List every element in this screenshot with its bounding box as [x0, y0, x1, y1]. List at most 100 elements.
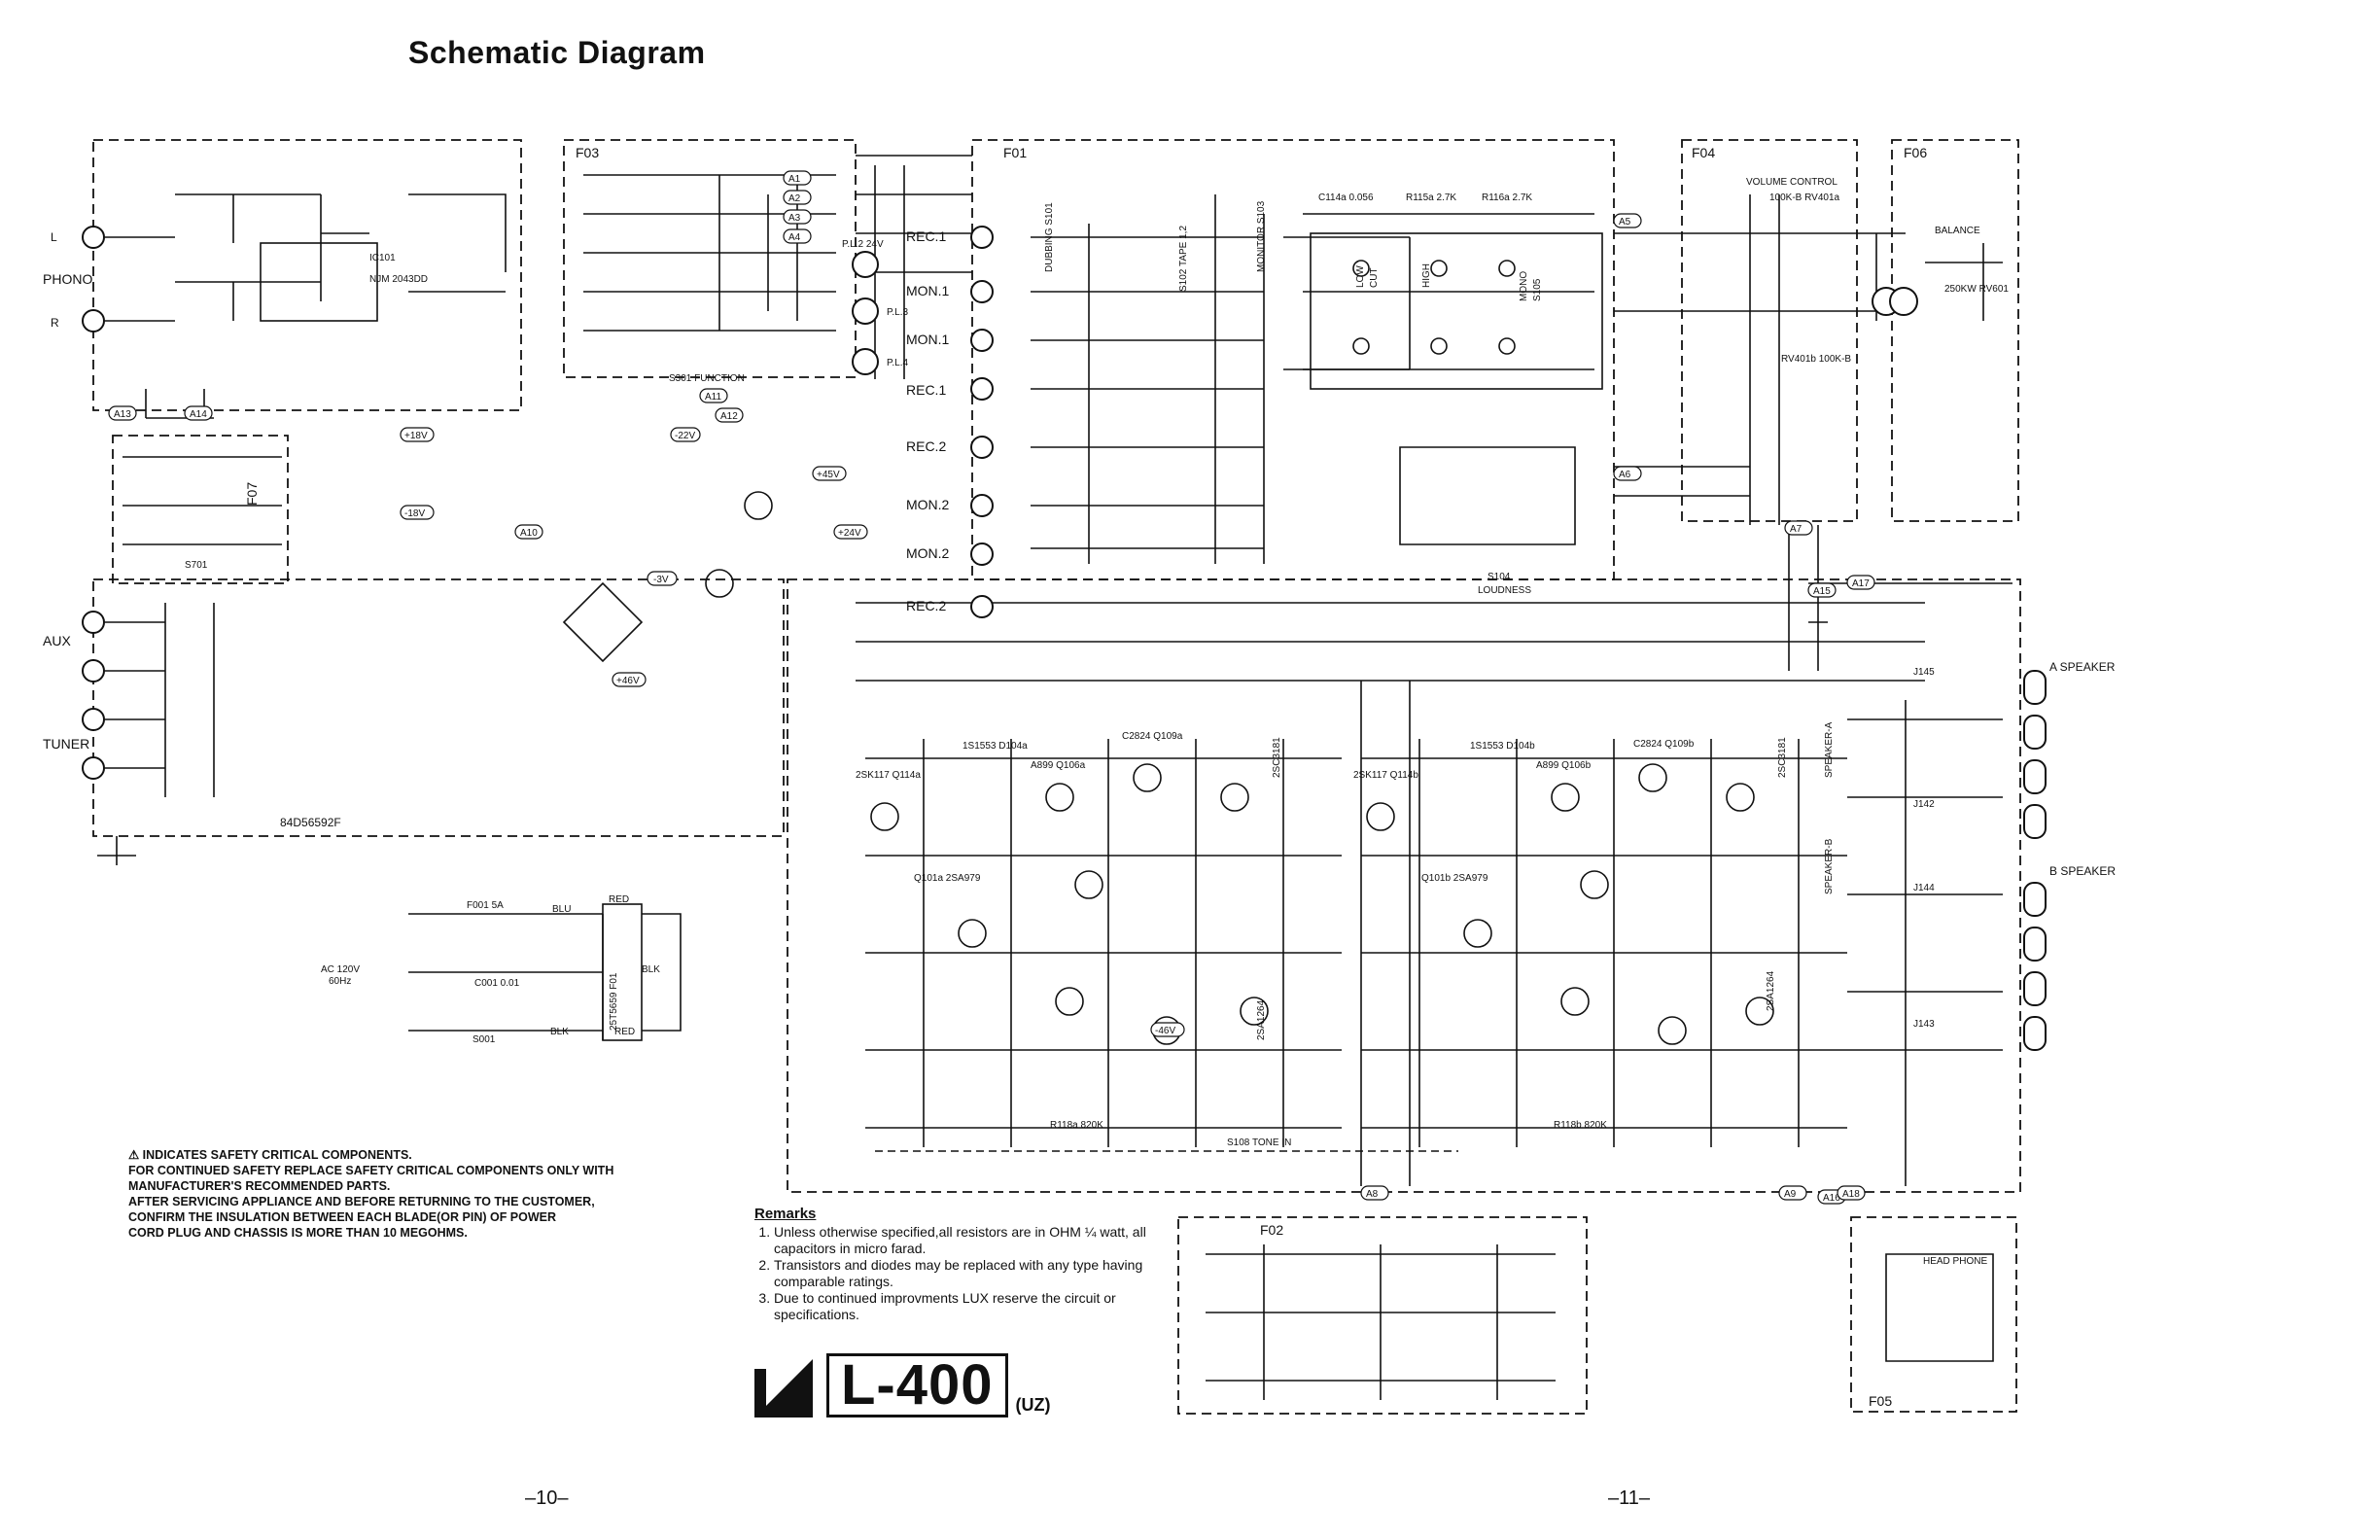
board-aux-outline	[92, 578, 785, 837]
aux-label: AUX	[43, 633, 71, 648]
connector-tag-label: A18	[1842, 1189, 1860, 1200]
tone-cut-label: CUT	[1369, 267, 1380, 288]
connector-tag-label: A5	[1619, 217, 1631, 228]
wire-red-label: RED	[609, 894, 629, 905]
board-f03-label: F03	[576, 145, 599, 160]
board-f05-outline	[1850, 1216, 2017, 1413]
remark-item: Transistors and diodes may be replaced w…	[774, 1257, 1163, 1290]
mon2a-jack	[970, 494, 994, 517]
page-number-right: –11–	[1608, 1488, 1651, 1509]
volt-m46: -46V	[1155, 1026, 1175, 1036]
wire-blk2-label: BLK	[550, 1027, 569, 1037]
speaker-a-terminal-4	[2023, 804, 2047, 839]
safety-note-line: CORD PLUG AND CHASSIS IS MORE THAN 10 ME…	[128, 1226, 468, 1240]
tape-mon2a-label: MON.2	[906, 497, 950, 512]
tape-rec1b-label: REC.1	[906, 382, 946, 398]
speaker-b-terminal-2	[2023, 927, 2047, 962]
q109a-label: C2824 Q109a	[1122, 731, 1183, 742]
tone-r116a-label: R116a 2.7K	[1482, 192, 1532, 203]
remarks-block: Remarks Unless otherwise specified,all r…	[754, 1206, 1163, 1323]
speaker-a-terminal-2	[2023, 715, 2047, 750]
board-phono-outline	[92, 139, 522, 411]
s701-label: S701	[185, 560, 208, 571]
volt-p18: +18V	[404, 431, 428, 441]
pilot-lamp-3-label: P.L.3	[887, 307, 908, 318]
tape12-switch-label: S102 TAPE 1,2	[1178, 226, 1189, 292]
connector-tag-outline	[715, 407, 744, 423]
tape-rec2-label: REC.2	[906, 438, 946, 454]
tone-mono-label: MONO	[1519, 271, 1529, 301]
q106a-label: A899 Q106a	[1031, 760, 1086, 771]
model-logo: L-400 (UZ)	[754, 1349, 1051, 1418]
connector-tag-label: A9	[1784, 1189, 1797, 1200]
connector-tag-label: A16	[1823, 1193, 1840, 1204]
tape-rec1-label: REC.1	[906, 228, 946, 244]
headphone-label: HEAD PHONE	[1923, 1256, 1987, 1267]
aux-r-jack	[82, 659, 105, 682]
tone-high-label: HIGH	[1421, 263, 1432, 288]
speaker-a-label: A SPEAKER	[2049, 660, 2116, 674]
board-f07-outline	[112, 435, 289, 584]
safety-notes: ⚠ INDICATES SAFETY CRITICAL COMPONENTS. …	[128, 1147, 613, 1241]
connector-tag-outline	[783, 209, 812, 225]
connector-tag-outline	[108, 405, 137, 421]
q101b-label: Q101b 2SA979	[1421, 873, 1488, 884]
tape-mon1b-label: MON.1	[906, 332, 950, 347]
connector-tag-label: A4	[788, 232, 801, 243]
connector-tag-outline	[699, 388, 728, 403]
speaker-b-switch-label: SPEAKER-B	[1824, 838, 1835, 894]
board-f01-outline	[971, 139, 1615, 580]
wire-blu-label: BLU	[552, 904, 571, 915]
tuner-label: TUNER	[43, 736, 89, 752]
connector-tag-outline	[1778, 1185, 1807, 1201]
tone-c114a-label: C114a 0.056	[1318, 192, 1374, 203]
q109b-label: C2824 Q109b	[1633, 739, 1695, 750]
volt-p46: +46V	[616, 676, 640, 686]
j142-label: J142	[1913, 799, 1935, 810]
balance-label: BALANCE	[1935, 226, 1980, 236]
d104b-label: 1S1553 D104b	[1470, 741, 1535, 752]
connector-tag-label: A12	[720, 411, 738, 422]
pilot-lamp-2-label: P.L.2 24V	[842, 239, 884, 250]
connector-tag-label: A17	[1852, 578, 1870, 589]
pilot-lamp-4-label: P.L.4	[887, 358, 908, 368]
c001-label: C001 0.01	[474, 978, 520, 989]
aux-l-jack	[82, 611, 105, 634]
remark-item: Unless otherwise specified,all resistors…	[774, 1224, 1163, 1257]
rv401b-label: RV401b 100K-B	[1781, 354, 1851, 365]
monitor-switch-label: MONITOR S103	[1256, 200, 1267, 272]
connector-tag-label: A8	[1366, 1189, 1379, 1200]
rec2b-jack	[970, 595, 994, 618]
tuner-r-jack	[82, 756, 105, 780]
board-f06-outline	[1891, 139, 2019, 522]
wire-blk-label: BLK	[642, 964, 660, 975]
speaker-b-terminal-1	[2023, 882, 2047, 917]
remarks-heading: Remarks	[754, 1206, 817, 1222]
speaker-a-terminal-3	[2023, 759, 2047, 794]
speaker-b-label: B SPEAKER	[2049, 864, 2116, 878]
q112b-label: 2SC3181	[1777, 737, 1788, 778]
connector-tag-outline	[1846, 575, 1875, 590]
volt-m22: -22V	[675, 431, 695, 441]
connector-tag-label: A10	[520, 528, 538, 539]
lux-logo-icon	[754, 1359, 813, 1418]
j144-label: J144	[1913, 883, 1935, 893]
connector-tag-label: A1	[788, 174, 801, 185]
q113a-label: 2SA1264	[1256, 999, 1267, 1040]
volume-pot-r	[1889, 287, 1918, 316]
d104a-label: 1S1553 D104a	[962, 741, 1028, 752]
tape-mon2b-label: MON.2	[906, 545, 950, 561]
safety-note-line: ⚠ INDICATES SAFETY CRITICAL COMPONENTS.	[128, 1148, 412, 1162]
connector-tag-label: A15	[1813, 586, 1831, 597]
phono-label: PHONO	[43, 271, 92, 287]
connector-tag-outline	[1807, 582, 1837, 598]
volume-control-label: VOLUME CONTROL	[1746, 177, 1838, 188]
pilot-lamp-2	[852, 251, 879, 278]
pilot-lamp-4	[852, 348, 879, 375]
transformer-label: 25T5659 F01	[609, 972, 619, 1031]
board-f07-label: F07	[244, 482, 260, 506]
board-f02-label: F02	[1260, 1222, 1283, 1238]
ic-name: IC101	[369, 253, 396, 263]
connector-tag-label: A2	[788, 193, 801, 204]
